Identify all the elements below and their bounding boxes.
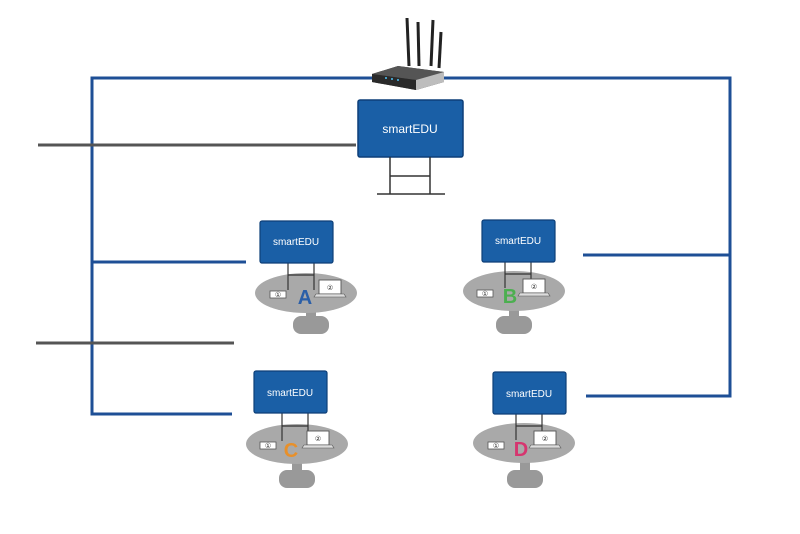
group-a-device-1: ① bbox=[275, 291, 281, 299]
group-d-device-1: ① bbox=[493, 442, 499, 450]
group-c-tablet bbox=[259, 441, 277, 450]
wall-lines bbox=[36, 143, 356, 345]
group-d-screen-label: smartEDU bbox=[506, 389, 552, 400]
group-a-tablet bbox=[269, 290, 287, 299]
group-d-device-2: ② bbox=[542, 435, 548, 443]
group-b-screen-label: smartEDU bbox=[495, 236, 541, 247]
group-b-tablet bbox=[476, 289, 494, 298]
main-display-stand bbox=[377, 157, 445, 195]
group-b-letter: B bbox=[503, 286, 517, 308]
group-c-laptop-base bbox=[301, 444, 335, 449]
group-c-screen bbox=[253, 370, 328, 414]
right-network-line bbox=[440, 76, 732, 398]
group-b-laptop-base bbox=[517, 292, 551, 297]
group-a-screen-label: smartEDU bbox=[273, 237, 319, 248]
group-d-tablet bbox=[487, 441, 505, 450]
group-b-device-2: ② bbox=[531, 283, 537, 291]
group-c-device-2: ② bbox=[315, 435, 321, 443]
main-display: smartEDU bbox=[357, 99, 464, 195]
group-b-device-1: ① bbox=[482, 290, 488, 298]
network-lines bbox=[90, 76, 732, 416]
group-a-laptop-base bbox=[313, 293, 347, 298]
group-d-laptop-base bbox=[528, 444, 562, 449]
main-display-label: smartEDU bbox=[382, 122, 437, 136]
group-a: smartEDU ① ② A bbox=[255, 220, 357, 334]
group-d-screen bbox=[492, 371, 567, 415]
group-a-screen bbox=[259, 220, 334, 264]
group-d-letter: D bbox=[514, 439, 528, 461]
group-c-letter: C bbox=[284, 440, 298, 462]
group-c-device-1: ① bbox=[265, 442, 271, 450]
group-d: smartEDU ① ② D bbox=[473, 371, 575, 488]
group-b-screen bbox=[481, 219, 556, 263]
group-a-device-2: ② bbox=[327, 284, 333, 292]
group-b: smartEDU ① ② B bbox=[463, 219, 565, 334]
left-network-line bbox=[90, 76, 375, 416]
router-icon bbox=[372, 17, 444, 90]
group-c-screen-label: smartEDU bbox=[267, 388, 313, 399]
main-display-screen bbox=[357, 99, 464, 158]
group-a-letter: A bbox=[298, 287, 312, 309]
group-c: smartEDU ① ② C bbox=[246, 370, 348, 488]
